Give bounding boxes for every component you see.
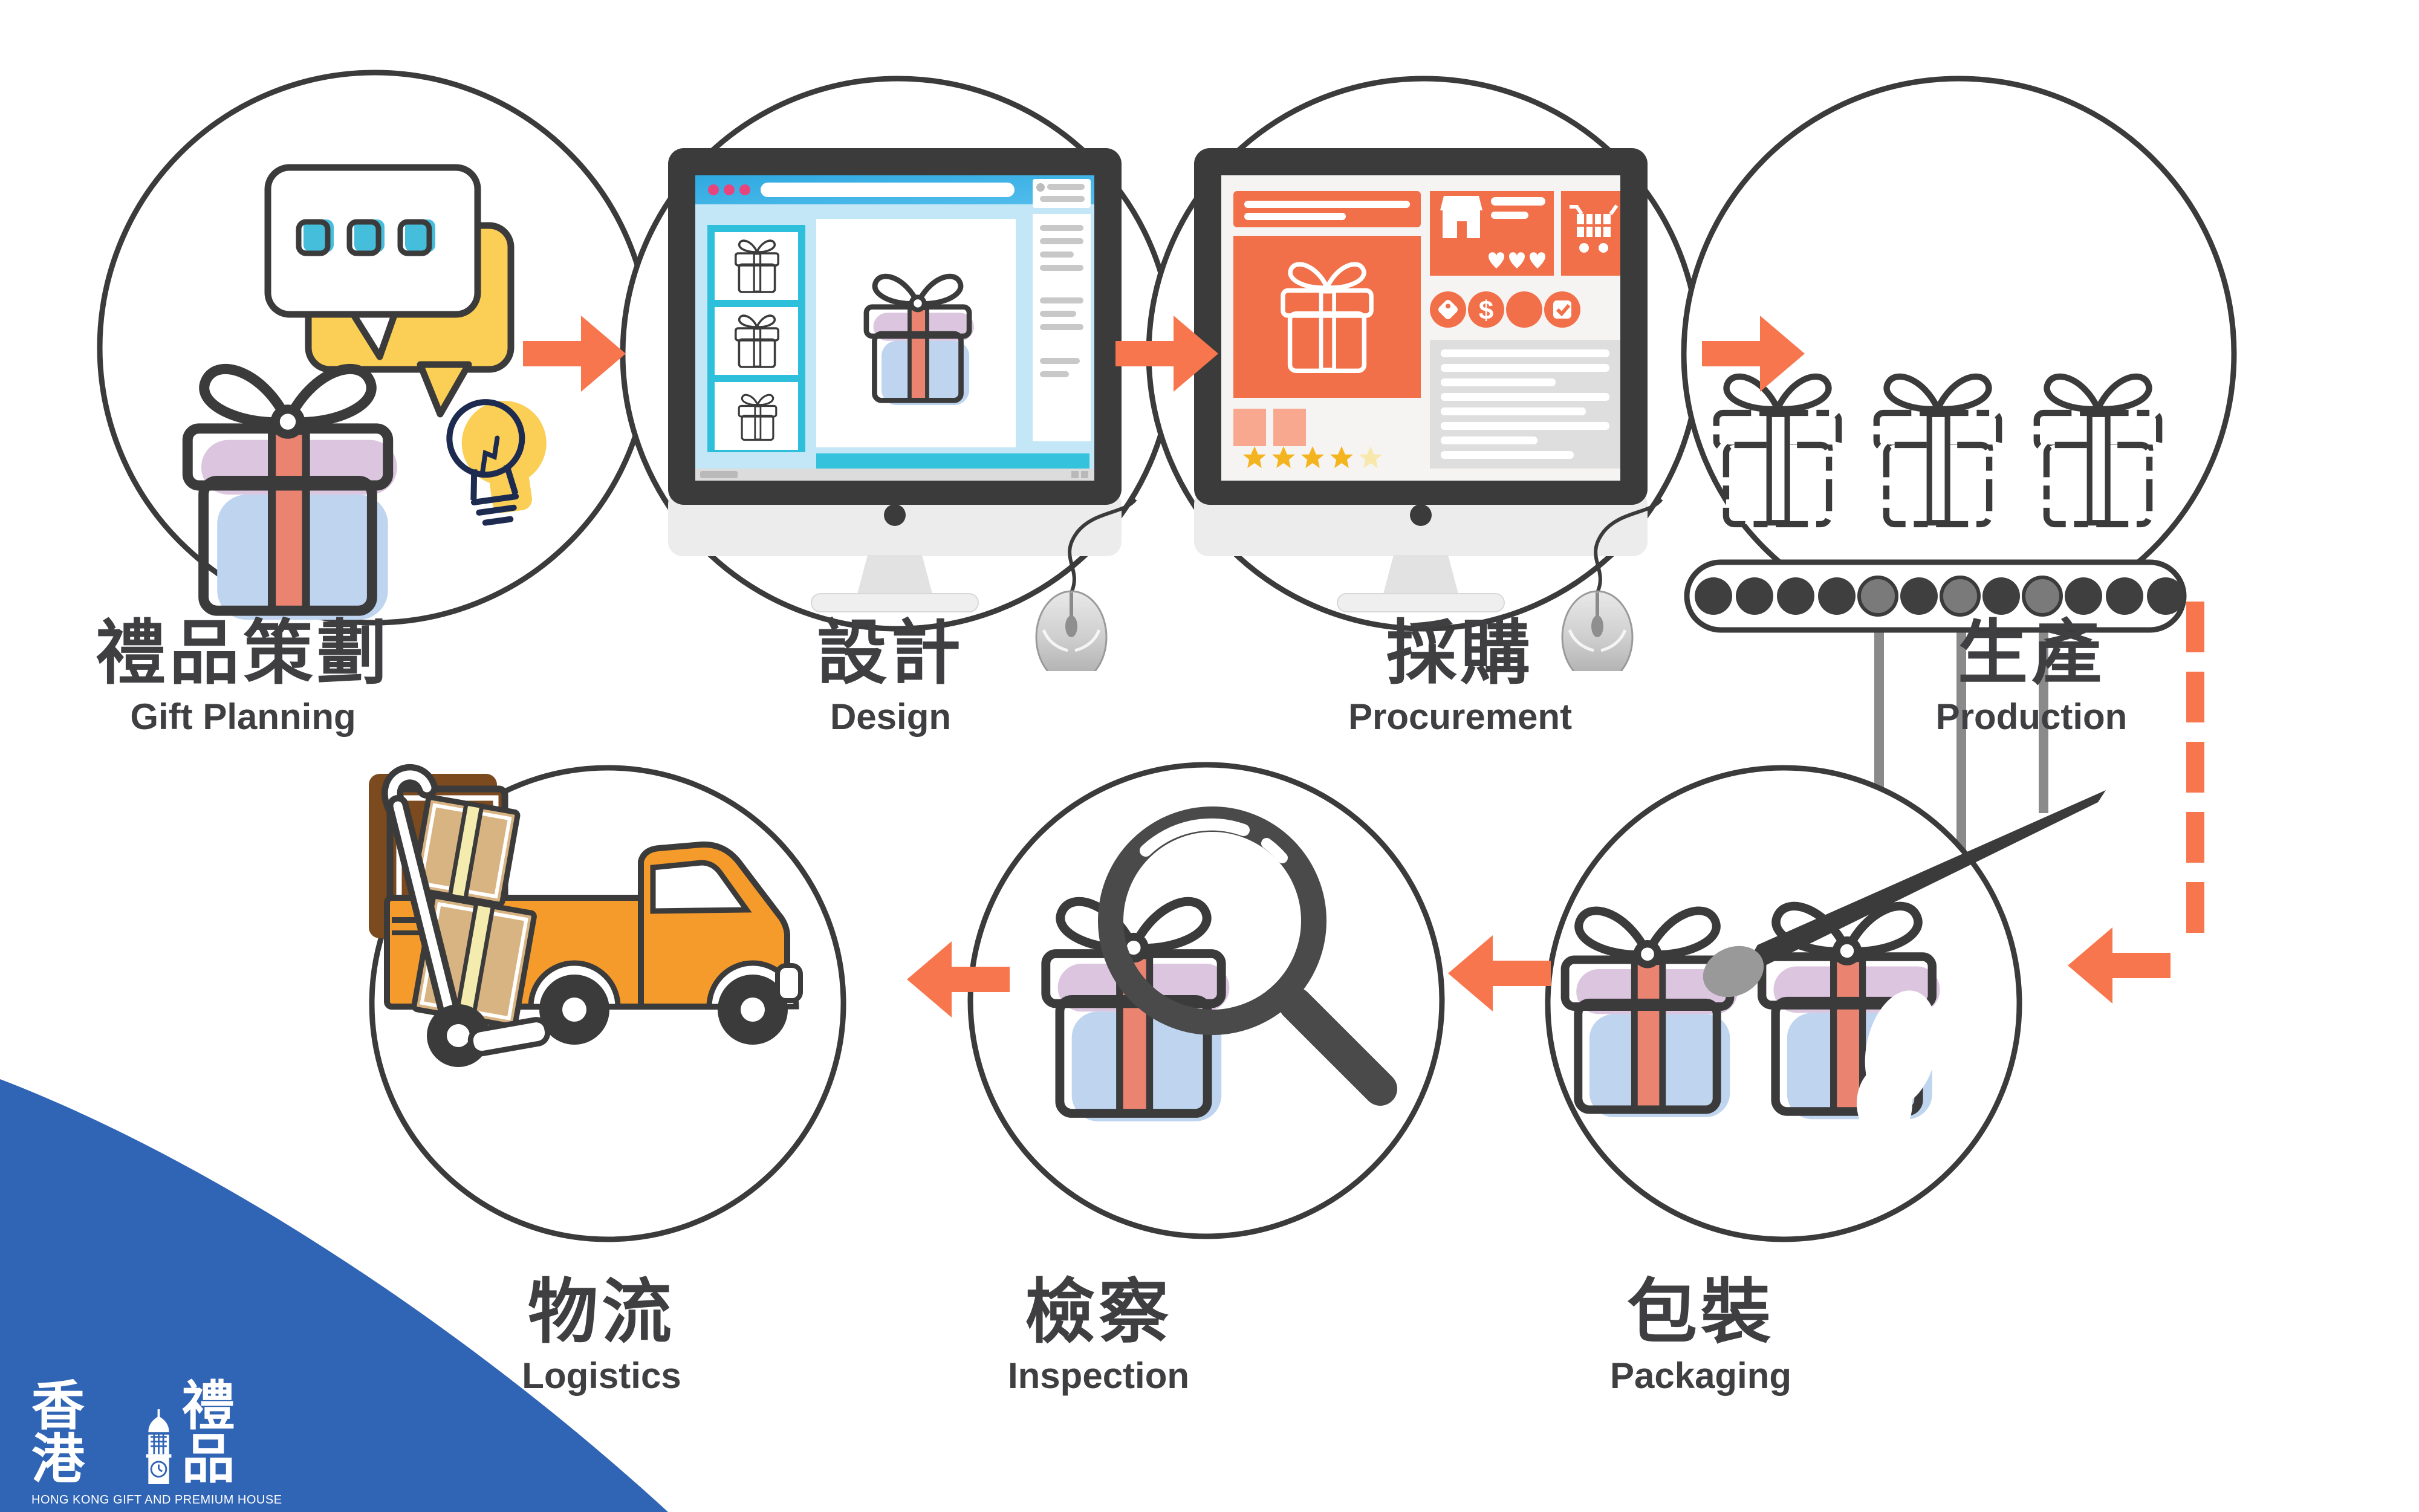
step-label-gift-planning: 禮品策劃 Gift Planning (96, 618, 391, 735)
dollar-icon: $ (1479, 296, 1493, 325)
step-label-packaging: 包裝 Packaging (1610, 1277, 1791, 1394)
step-title-zh: 設計 (817, 614, 964, 692)
gift-planning-illustration (97, 70, 653, 674)
packaging-illustration (1545, 765, 2106, 1242)
step-title-zh: 禮品策劃 (96, 614, 391, 692)
design-computer-icon (668, 148, 1122, 612)
checkbox-icon (1553, 300, 1571, 319)
logo-text-zh-prefix: 香港 (31, 1376, 86, 1489)
step-title-en: Logistics (522, 1355, 681, 1396)
magnifier-icon (1098, 806, 1397, 1106)
step-label-design: 設計 Design (817, 618, 964, 735)
speech-bubble-icon (264, 164, 481, 360)
scrollbar (695, 469, 1094, 481)
step-title-en: Packaging (1609, 1355, 1792, 1396)
dot-icon (1506, 291, 1542, 328)
clock-tower-icon (146, 1409, 171, 1484)
design-illustration (620, 76, 1176, 671)
arrow-right-icon (1115, 316, 1218, 392)
step-label-procurement: 採購 Procurement (1348, 618, 1572, 735)
step-label-inspection: 檢察 Inspection (1008, 1277, 1189, 1394)
inspection-illustration (967, 762, 1445, 1239)
arrow-left-icon (907, 941, 1010, 1017)
feature-icons-row: $ (1430, 291, 1580, 328)
thumbnail-panel (707, 225, 805, 452)
paintbrush-icon (1703, 790, 2106, 998)
shop-card (1430, 191, 1554, 276)
arrow-left-icon (2068, 927, 2171, 1004)
logistics-illustration (369, 764, 846, 1242)
step-title-en: Design (830, 696, 952, 737)
arrow-left-icon (1448, 935, 1551, 1011)
step-title-en: Procurement (1348, 696, 1573, 737)
camera-dot (1410, 504, 1432, 526)
step-title-zh: 物流 (527, 1273, 675, 1351)
arrow-right-icon (1702, 316, 1805, 392)
mouse-icon (1561, 498, 1663, 671)
lightbulb-icon (446, 399, 547, 526)
address-bar (761, 183, 1015, 197)
arrow-right-icon (523, 316, 626, 392)
logo-tagline: HONG KONG GIFT AND PREMIUM HOUSE (31, 1493, 282, 1507)
brand-corner (0, 1079, 668, 1512)
shopping-computer-icon: $ (1194, 148, 1648, 612)
step-title-en: Inspection (1007, 1355, 1190, 1396)
monitor-stand (1383, 555, 1458, 594)
step-title-zh: 包裝 (1627, 1273, 1774, 1351)
shop-icon (1440, 196, 1482, 238)
conveyor-belt-icon (1684, 377, 2187, 940)
step-label-production: 生產 Production (1936, 618, 2128, 735)
hand-truck-icon (382, 764, 551, 1067)
brand-logo: 香港 禮品 HONG KONG GIFT AND PREMIUM HOUSE (31, 1380, 285, 1507)
step-title-zh: 檢察 (1025, 1273, 1172, 1351)
production-illustration (1681, 76, 2237, 940)
paint-patch (1857, 990, 1938, 1141)
camera-dot (884, 504, 906, 526)
dashed-connector (2186, 602, 2204, 935)
step-title-zh: 生產 (1957, 614, 2105, 692)
price-tag-icon (1438, 300, 1458, 319)
hearts-icon (1489, 252, 1545, 268)
step-title-en: Production (1935, 696, 2128, 737)
shopping-cart-icon (1570, 204, 1619, 253)
star-rating (1243, 446, 1382, 469)
logo-text-zh-suffix: 禮品 (181, 1376, 236, 1489)
mouse-icon (1035, 498, 1137, 671)
procurement-illustration: $ (1146, 76, 1702, 671)
properties-panel (1033, 179, 1091, 441)
description-panel (1430, 340, 1620, 469)
step-title-en: Gift Planning (130, 696, 356, 737)
monitor-stand (857, 555, 932, 594)
step-label-logistics: 物流 Logistics (522, 1277, 681, 1394)
step-title-zh: 採購 (1386, 614, 1534, 692)
cart-card (1561, 191, 1620, 276)
header-banner (1233, 191, 1421, 227)
cargo-box-icon (410, 794, 521, 907)
